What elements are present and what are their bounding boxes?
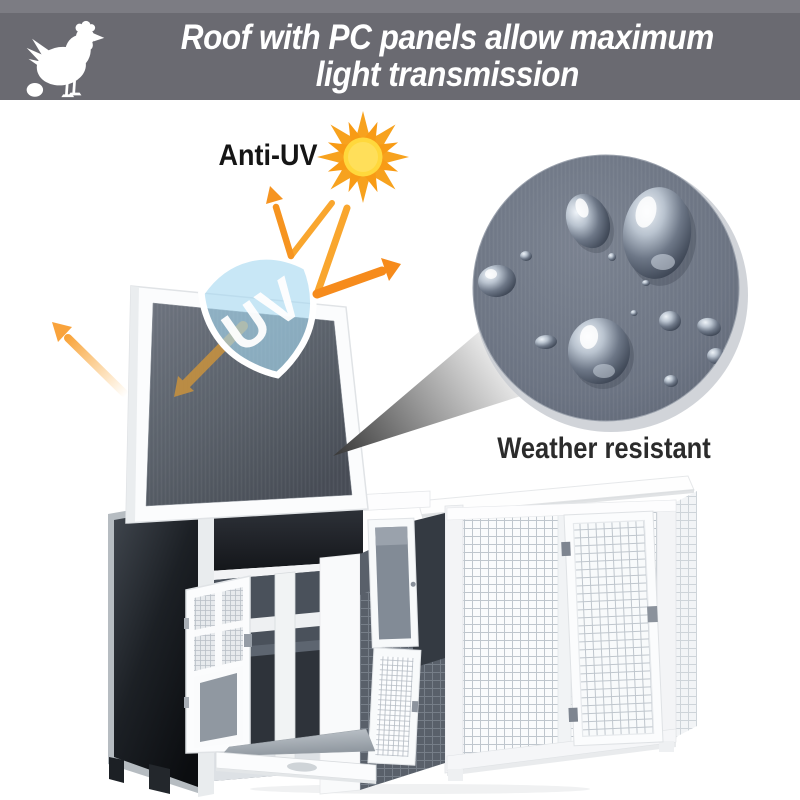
reflected-arrow [52,322,128,397]
uv-diagram: UV [52,111,409,397]
run-left-foot [448,769,463,781]
water-droplet-small [659,311,681,331]
water-droplet-small [520,251,532,261]
door-lower-panel [200,673,237,742]
hutch-upper-panel-dark [210,509,363,571]
ramp-door-open [367,647,422,766]
front-door-hinge-bottom [184,697,189,708]
run-right-foot [659,741,674,752]
header-title-line-1: Roof with PC panels allow maximum [180,18,714,58]
weather-resistant-label: Weather resistant [497,431,710,464]
run-door-hinge-bottom [568,707,579,722]
bounce-arrow-left [266,186,335,260]
run-right-mesh [676,491,697,737]
run-door-hinge-top [561,541,571,557]
ground-shadow [250,784,590,794]
water-droplet-small [535,334,557,350]
side-doorway [413,513,445,668]
coop-run [417,475,697,781]
ramp-door-latch [411,700,419,713]
water-droplet-small [664,375,678,387]
front-door-hinge-top [184,618,189,629]
tray-handle [287,762,317,772]
bounce-arrow-right [312,204,401,299]
uv-shield-icon: UV [198,253,317,379]
water-droplets [478,187,725,389]
run-top-rail [446,499,677,521]
hutch-rear-foot [109,757,124,783]
run-left-post [444,504,464,774]
front-door-latch [244,634,252,647]
coop-hutch [108,490,445,797]
hutch-front-door-open [184,575,252,754]
droppings-tray [215,728,377,784]
hutch-side-panel [108,497,204,795]
header-banner: Roof with PC panels allow maximum light … [0,0,800,100]
lid-frame-edge [126,286,139,523]
side-door-latch [410,581,416,587]
water-droplet-small [697,317,721,337]
header-title-line-2: light transmission [315,54,580,94]
header-top-strip [0,0,800,13]
weather-inset [472,154,748,432]
callout-wedge [333,330,521,456]
hutch-front-post [319,553,361,795]
header-band: Roof with PC panels allow maximum light … [0,13,800,100]
chicken-coop [108,475,697,797]
header-title: Roof with PC panels allow maximum light … [152,18,766,94]
run-door-open [561,510,664,747]
chicken-with-egg-icon [26,20,105,98]
hutch-front-foot [149,764,170,794]
hutch-side-door-open [367,517,419,649]
anti-uv-label: Anti-UV [219,139,318,173]
run-base-shadow [447,742,676,776]
run-door-latch [647,606,658,623]
sun-icon [317,111,409,203]
